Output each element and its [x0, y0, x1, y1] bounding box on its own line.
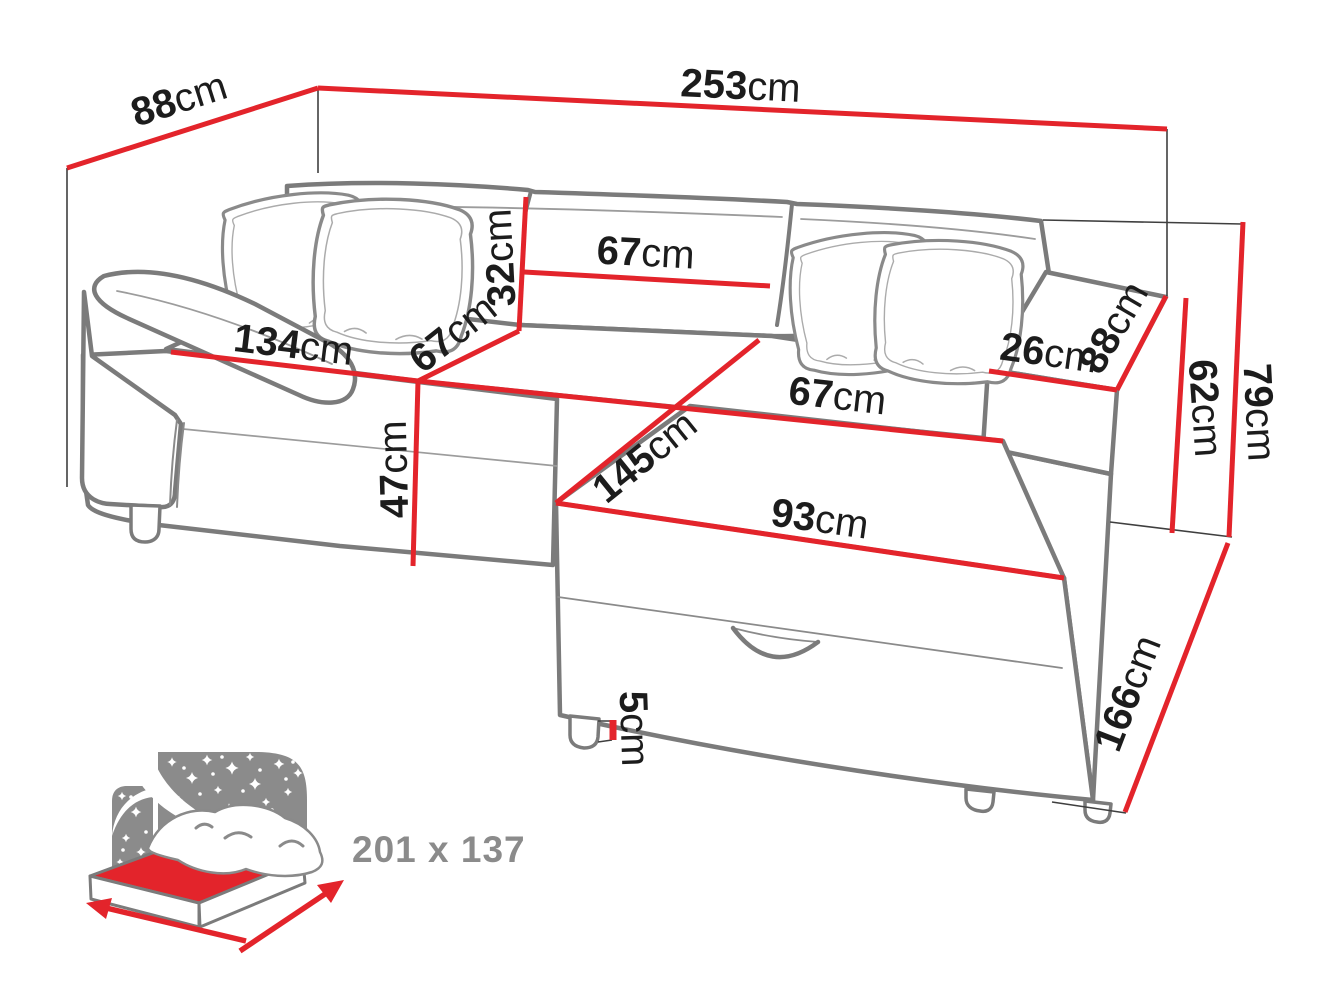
label-foot-height: 5cm [611, 690, 658, 767]
label-chaise-front-width: 93cm [768, 491, 871, 548]
dimension-line-backrest-height [516, 196, 529, 332]
label-backrest-width: 67cm [596, 228, 696, 277]
sofa-feet [129, 503, 1113, 825]
dimension-line-side-height [1169, 297, 1189, 534]
dimension-line-backrest-width [523, 269, 771, 289]
dimension-line-seat-height [410, 380, 421, 567]
sleeping-area-icon: 201 x 137 [86, 748, 526, 954]
dimension-line-seat-depth [416, 328, 521, 384]
dimension-line-total-height [1226, 221, 1246, 538]
label-backrest-height: 32cm [475, 208, 524, 308]
label-seat-front-width: 134cm [231, 316, 355, 374]
dimension-line-armrest-depth [1114, 294, 1169, 392]
sofa-chaise [553, 403, 1096, 803]
dimension-line-total-width [317, 85, 1168, 132]
label-back-depth: 88cm [126, 64, 233, 136]
sofa-foot [568, 714, 601, 750]
sofa-foot [129, 503, 162, 544]
label-side-height: 62cm [1180, 358, 1231, 459]
sofa-base [80, 348, 560, 568]
blanket-icon [146, 803, 324, 878]
label-seat-height: 47cm [371, 420, 418, 519]
dimension-line-chaise-length [554, 338, 761, 505]
sleeping-area-size: 201 x 137 [352, 829, 526, 870]
sofa-left-armrest [79, 269, 358, 510]
dimension-line-back-depth [66, 85, 319, 171]
mattress-icon [88, 803, 324, 929]
sofa-foot [964, 787, 996, 814]
size-arrows-icon [86, 880, 344, 954]
dimension-line-chaise-front [555, 500, 1065, 581]
storage-handle-icon [732, 627, 819, 643]
sofa-drawing [79, 180, 1169, 825]
dimension-lines [66, 85, 1246, 813]
label-total-height: 79cm [1234, 362, 1283, 462]
dimension-line-armrest-width [988, 368, 1118, 393]
label-chaise-top-width: 67cm [786, 369, 888, 424]
sofa-foot [1083, 799, 1113, 825]
dimension-line-chaise-total-depth [1122, 542, 1231, 813]
label-total-width: 253cm [680, 61, 802, 111]
label-armrest-width: 26cm [997, 325, 1100, 382]
reference-lines [66, 88, 1243, 814]
